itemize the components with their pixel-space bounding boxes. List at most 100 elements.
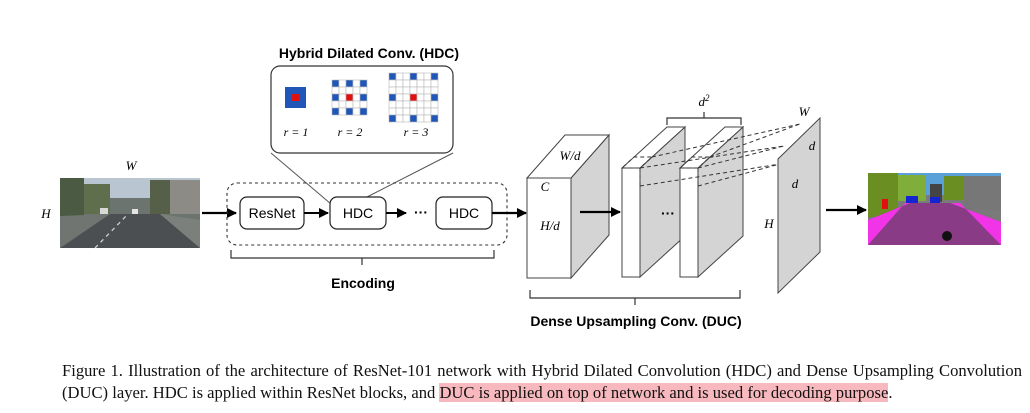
kernel-cell (402, 114, 411, 123)
kernel-cell (430, 100, 439, 109)
projection-lines (620, 123, 801, 187)
kernel-cell (430, 86, 439, 95)
kernel-cell (388, 86, 397, 95)
kernel-cell (331, 79, 340, 88)
kernel-cell (402, 72, 411, 81)
kernel-cell (409, 107, 418, 116)
kernel-cell (402, 107, 411, 116)
kernel-cell (331, 86, 340, 95)
kernel-cell (338, 93, 347, 102)
kernel-cell (423, 100, 432, 109)
kernel-cell (402, 86, 411, 95)
kernel-cell (345, 86, 354, 95)
kernel-cell (388, 72, 397, 81)
duc-channel-block-1 (620, 125, 687, 279)
kernel-cell (359, 107, 368, 116)
kernel-grid-r2 (331, 79, 368, 116)
kernel-grid-r1 (285, 87, 306, 108)
rate-label-3: r = 3 (404, 125, 429, 139)
kernel-cell (345, 107, 354, 116)
caption-highlight: DUC is applied on top of network and is … (439, 383, 889, 402)
kernel-cell (416, 79, 425, 88)
kernel-cell (345, 100, 354, 109)
kernel-cell (416, 100, 425, 109)
kernel-cell (430, 93, 439, 102)
hdc-box-title: Hybrid Dilated Conv. (HDC) (279, 45, 459, 61)
kernel-cell (395, 72, 404, 81)
kernel-cell (359, 93, 368, 102)
kernel-cell (416, 72, 425, 81)
kernel-cell (352, 93, 361, 102)
zoom-line-right (364, 152, 454, 199)
kernel-cell (423, 114, 432, 123)
kernel-cell (359, 86, 368, 95)
duc-output-w-label: W (799, 104, 811, 119)
duc-label: Dense Upsampling Conv. (DUC) (530, 313, 741, 329)
resnet-label: ResNet (249, 205, 296, 221)
duc-brace (529, 290, 741, 305)
kernel-cell (416, 93, 425, 102)
input-width-label: W (126, 158, 138, 173)
duc-wd-label: W/d (560, 148, 581, 163)
duc-output-plane (777, 116, 821, 295)
input-height-label: H (40, 206, 51, 221)
kernel-cell (338, 79, 347, 88)
kernel-cell (423, 72, 432, 81)
kernel-cell (388, 100, 397, 109)
architecture-figure: Hybrid Dilated Conv. (HDC) r = 1 r = 2 r… (40, 45, 1001, 329)
kernel-cell (352, 100, 361, 109)
kernel-cell (395, 86, 404, 95)
kernel-cell (388, 114, 397, 123)
kernel-cell (423, 86, 432, 95)
kernel-cell (430, 107, 439, 116)
duc-channel-block-2 (678, 125, 745, 279)
kernel-cell (409, 72, 418, 81)
kernel-cell (395, 114, 404, 123)
kernel-cell (352, 79, 361, 88)
encoding-brace (230, 250, 495, 265)
kernel-cell (409, 79, 418, 88)
kernel-cell (409, 93, 418, 102)
kernel-cell (359, 79, 368, 88)
kernel-cell (423, 107, 432, 116)
kernel-cell (395, 93, 404, 102)
kernel-cell (402, 100, 411, 109)
kernel-cell (395, 79, 404, 88)
hdc-label-2: HDC (449, 205, 479, 221)
kernel-cell (338, 86, 347, 95)
duc-d2-label: d2 (699, 93, 711, 109)
caption-end: . (888, 383, 893, 402)
kernel-cell (388, 93, 397, 102)
kernel-cell (402, 79, 411, 88)
hdc-label-1: HDC (343, 205, 373, 221)
duc-feature-block (525, 133, 611, 280)
kernel-cell (359, 100, 368, 109)
d2-brace (666, 112, 742, 125)
duc-hd-label: H/d (539, 218, 560, 233)
kernel-cell (430, 114, 439, 123)
kernel-cell (430, 79, 439, 88)
rate-label-1: r = 1 (284, 125, 309, 139)
kernel-cell (416, 86, 425, 95)
kernel-cell (430, 72, 439, 81)
kernel-cell (423, 93, 432, 102)
kernel-cell (409, 114, 418, 123)
kernel-cell (416, 107, 425, 116)
kernel-cell (388, 79, 397, 88)
kernel-cell (345, 79, 354, 88)
duc-output-h-label: H (763, 216, 774, 231)
kernel-cell (338, 100, 347, 109)
figure-caption: Figure 1. Illustration of the architectu… (62, 360, 1022, 404)
kernel-cell (352, 86, 361, 95)
encoding-label: Encoding (331, 275, 395, 291)
kernel-cell (388, 107, 397, 116)
kernel-cell (395, 107, 404, 116)
output-segmentation-map (868, 173, 1001, 245)
duc-ellipsis: ··· (661, 205, 675, 221)
kernel-cell (409, 100, 418, 109)
kernel-cell (345, 93, 354, 102)
zoom-line-left (270, 152, 332, 205)
duc-d-label-2: d (792, 176, 799, 191)
input-street-image (60, 178, 200, 249)
kernel-cell (331, 93, 340, 102)
